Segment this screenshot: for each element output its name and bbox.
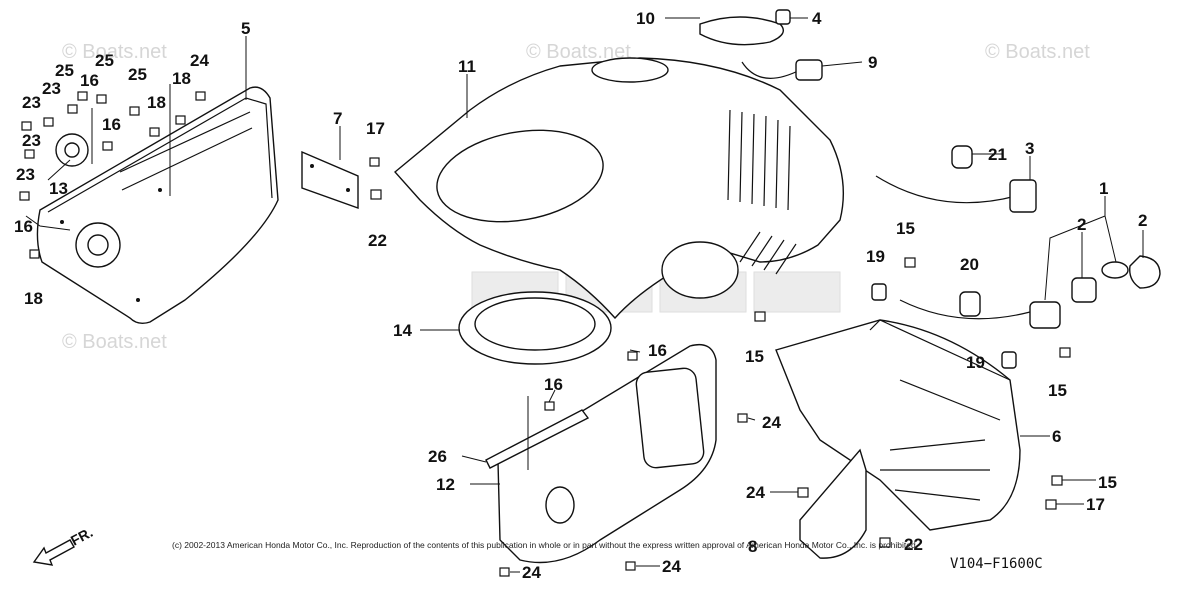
grommet-19: [871, 283, 1017, 369]
callout-22: 22: [368, 231, 387, 250]
callout-16: 16: [80, 71, 99, 90]
callout-2: 2: [1138, 211, 1147, 230]
lower-cover: [497, 343, 717, 564]
callout-3: 3: [1025, 139, 1034, 158]
callout-10: 10: [636, 9, 655, 28]
callout-23: 23: [16, 165, 35, 184]
callout-18: 18: [24, 289, 43, 308]
part-number-labels: 5 24 25 25 25 16 18 18 23 23 23 23 16 13…: [14, 9, 1147, 582]
callout-16: 16: [102, 115, 121, 134]
callout-23: 23: [42, 79, 61, 98]
bolts-right: [499, 257, 1071, 577]
watermarks: © Boats.net © Boats.net © Boats.net © Bo…: [62, 41, 1090, 353]
front-direction-indicator: FR.: [32, 524, 95, 566]
seal-ring: [55, 133, 89, 167]
bracket-8: [799, 448, 867, 559]
cap-2: [1129, 255, 1161, 289]
bolts-left: [19, 91, 206, 259]
callout-2: 2: [1077, 215, 1086, 234]
callout-9: 9: [868, 53, 877, 72]
bolts-bracket: [369, 157, 382, 200]
leader-lines: [25, 17, 1144, 573]
callout-16: 16: [544, 375, 563, 394]
fuel-lid: [699, 16, 784, 46]
oring: [1101, 261, 1129, 279]
rubber-strip: [485, 409, 590, 469]
callout-12: 12: [436, 475, 455, 494]
callout-18: 18: [147, 93, 166, 112]
copyright-notice: (c) 2002-2013 American Honda Motor Co., …: [172, 540, 918, 550]
callout-25: 25: [128, 65, 147, 84]
watermark-text: © Boats.net: [62, 41, 167, 63]
callout-24: 24: [522, 563, 541, 582]
watermark-text: © Boats.net: [526, 41, 631, 63]
callout-4: 4: [812, 9, 822, 28]
clip-21: [951, 145, 973, 169]
bracket: [301, 150, 359, 209]
fan-housing: [775, 319, 1021, 531]
callout-24: 24: [746, 483, 765, 502]
callout-24: 24: [662, 557, 681, 576]
callout-24: 24: [762, 413, 781, 432]
callout-18: 18: [172, 69, 191, 88]
callout-23: 23: [22, 93, 41, 112]
callout-15: 15: [745, 347, 764, 366]
callout-20: 20: [960, 255, 979, 274]
callout-25: 25: [55, 61, 74, 80]
callout-15: 15: [896, 219, 915, 238]
callout-21: 21: [988, 145, 1007, 164]
callout-19: 19: [866, 247, 885, 266]
cap-2b: [1071, 277, 1097, 303]
callout-13: 13: [49, 179, 68, 198]
callout-15: 15: [1098, 473, 1117, 492]
callout-22: 22: [904, 535, 923, 554]
callout-16: 16: [14, 217, 33, 236]
callout-1: 1: [1099, 179, 1108, 198]
callout-24: 24: [190, 51, 209, 70]
switch-assembly: [741, 59, 823, 81]
callout-8: 8: [748, 537, 757, 556]
socket-1: [1029, 301, 1061, 329]
callout-15: 15: [1048, 381, 1067, 400]
connector-3: [1009, 179, 1037, 213]
callout-25: 25: [95, 51, 114, 70]
diagram-code: V104−F1600C: [950, 556, 1043, 572]
callout-26: 26: [428, 447, 447, 466]
knob: [775, 9, 791, 25]
callout-6: 6: [1052, 427, 1061, 446]
air-filter: [458, 291, 612, 365]
watermark-text: © Boats.net: [985, 41, 1090, 63]
callout-19: 19: [966, 353, 985, 372]
side-cover-plate: [36, 86, 279, 325]
callout-16: 16: [648, 341, 667, 360]
clip-20: [959, 291, 981, 317]
main-shroud: [393, 57, 844, 320]
callout-7: 7: [333, 109, 342, 128]
callout-11: 11: [458, 57, 476, 76]
callout-5: 5: [241, 19, 250, 38]
callout-14: 14: [393, 321, 412, 340]
callout-17: 17: [1086, 495, 1105, 514]
callout-23: 23: [22, 131, 41, 150]
callout-17: 17: [366, 119, 385, 138]
watermark-text: © Boats.net: [62, 331, 167, 353]
wiring-harness: [875, 175, 1031, 320]
